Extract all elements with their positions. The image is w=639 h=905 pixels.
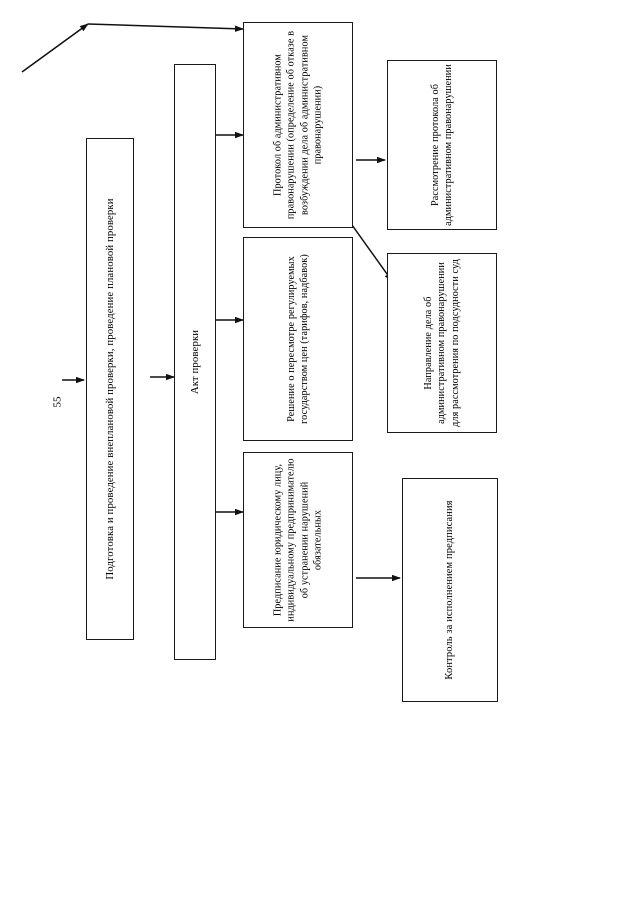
- edge-external-diagonal: [21, 23, 89, 73]
- node-rassmotrenie-protokola[interactable]: Рассмотрение протокола об административн…: [387, 60, 497, 230]
- node-protokol-admin-pravonarushenii[interactable]: Протокол об административном правонаруше…: [243, 22, 353, 228]
- node-podgotovka-proverki[interactable]: Подготовка и проведение внеплановой пров…: [86, 138, 134, 640]
- node-label: Решение о пересмотре регулируемых госуда…: [285, 254, 310, 424]
- node-napravlenie-dela-v-sud[interactable]: Направление дела об административном пра…: [387, 253, 497, 433]
- node-label: Направление дела об административном пра…: [423, 259, 461, 427]
- node-label: Подготовка и проведение внеплановой пров…: [103, 198, 116, 580]
- node-akt-proverki[interactable]: Акт проверки: [174, 64, 216, 660]
- edge-n3-to-n7: [351, 224, 393, 282]
- node-label: Акт проверки: [188, 329, 201, 395]
- node-predpisanie-ustranenie-narushenii[interactable]: Предписание юридическому лицу, индивидуа…: [243, 452, 353, 628]
- page-number: 55: [51, 396, 64, 408]
- node-label: Рассмотрение протокола об административн…: [429, 64, 454, 226]
- node-label: Протокол об административном правонаруше…: [272, 30, 324, 220]
- node-kontrol-za-ispolneniem[interactable]: Контроль за исполнением предписания: [402, 478, 498, 702]
- node-label: Предписание юридическому лицу, индивидуа…: [272, 458, 324, 622]
- edge-top-rail-to-protokol: [87, 23, 244, 32]
- node-label: Контроль за исполнением предписания: [444, 500, 456, 680]
- node-reshenie-peresmotr-cen[interactable]: Решение о пересмотре регулируемых госуда…: [243, 237, 353, 441]
